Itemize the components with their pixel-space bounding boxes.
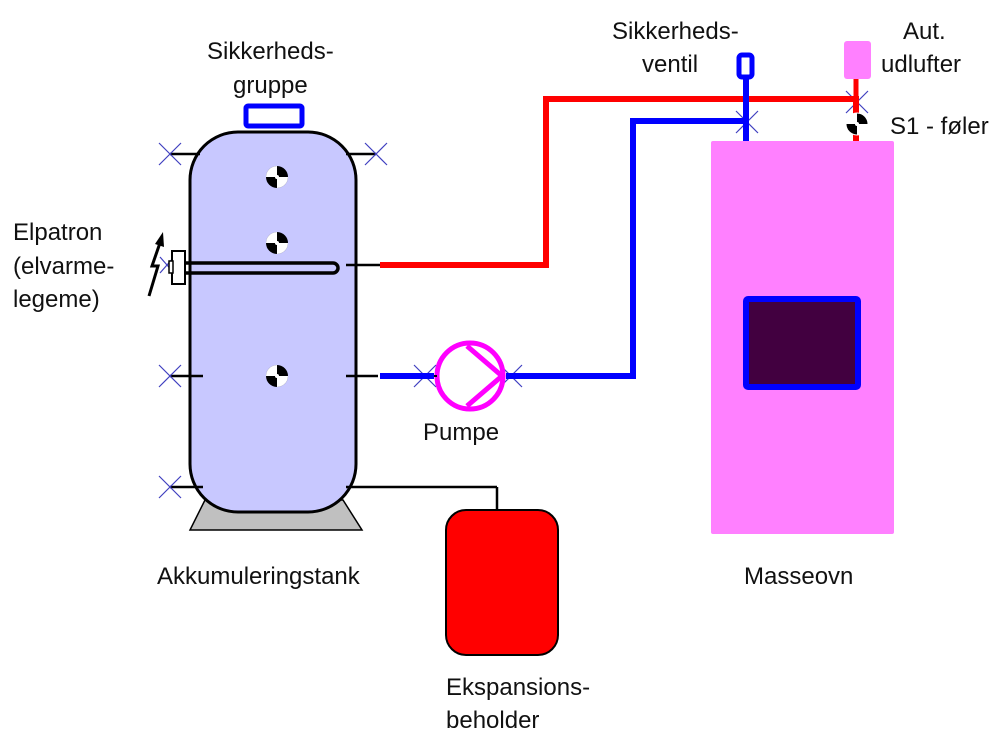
- firebox-window: [743, 296, 861, 390]
- label-expansion-vessel-1: Ekspansions-: [446, 674, 590, 701]
- label-safety-valve-2: ventil: [642, 51, 698, 78]
- tank-sensor-bottom: [266, 365, 288, 387]
- label-immersion-heater-1: Elpatron: [13, 219, 102, 246]
- tank-sensor-top: [266, 166, 288, 188]
- safety-group: [243, 103, 305, 129]
- label-auto-air-vent-1: Aut.: [903, 18, 946, 45]
- safety-valve: [736, 52, 755, 80]
- lightning-icon: [147, 232, 164, 297]
- label-expansion-vessel-2: beholder: [446, 707, 539, 734]
- auto-air-vent: [844, 41, 871, 79]
- pump: [434, 340, 506, 412]
- label-sensor-s1: S1 - føler: [890, 113, 989, 140]
- tank-connections: [170, 152, 499, 512]
- sensor-s1: [845, 112, 869, 136]
- expansion-vessel: [445, 509, 559, 656]
- label-safety-group-2: gruppe: [233, 72, 308, 99]
- label-accumulator-tank: Akkumuleringstank: [157, 563, 361, 590]
- accumulator-tank: [188, 130, 358, 514]
- label-auto-air-vent-2: udlufter: [881, 51, 961, 78]
- label-pump: Pumpe: [423, 419, 499, 446]
- label-masonry-heater: Masseovn: [744, 563, 853, 590]
- label-safety-valve-1: Sikkerheds-: [612, 18, 739, 45]
- tank-sensor-middle: [266, 232, 288, 254]
- label-safety-group-1: Sikkerheds-: [207, 38, 334, 65]
- label-immersion-heater-2: (elvarme-: [13, 253, 114, 280]
- label-immersion-heater-3: legeme): [13, 286, 100, 313]
- cold-pipe: [380, 78, 749, 379]
- immersion-heater: [168, 250, 340, 285]
